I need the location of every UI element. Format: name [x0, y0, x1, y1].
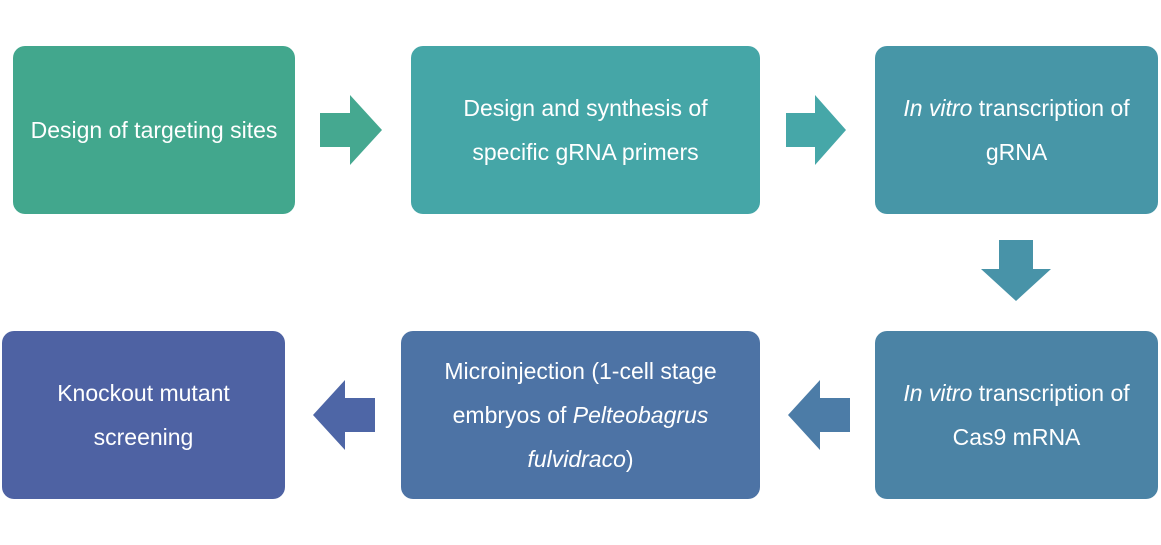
step-text: Design and synthesis of specific gRNA pr… [463, 95, 708, 165]
step-in-vitro-transcription-gRNA: In vitro transcription of gRNA [875, 46, 1158, 214]
step-italic-text: In vitro [903, 380, 973, 406]
step-italic-text: In vitro [903, 95, 973, 121]
step-design-synthesis-gRNA-primers: Design and synthesis of specific gRNA pr… [411, 46, 760, 214]
left-arrow-icon [788, 380, 850, 450]
step-knockout-mutant-screening: Knockout mutant screening [2, 331, 285, 499]
down-arrow-icon [981, 240, 1051, 301]
step-design-targeting-sites: Design of targeting sites [13, 46, 295, 214]
step-microinjection: Microinjection (1-cell stage embryos of … [401, 331, 760, 499]
step-in-vitro-transcription-cas9: In vitro transcription of Cas9 mRNA [875, 331, 1158, 499]
left-arrow-icon [313, 380, 375, 450]
step-text: Knockout mutant screening [57, 380, 230, 450]
step-text: transcription of Cas9 mRNA [952, 380, 1130, 450]
step-text: Design of targeting sites [30, 117, 278, 143]
step-italic-text: Pelteobagrus fulvidraco [527, 402, 709, 472]
step-text: Microinjection (1-cell stage embryos of [444, 358, 717, 428]
step-text: transcription of gRNA [972, 95, 1130, 165]
right-arrow-icon [786, 95, 846, 165]
right-arrow-icon [320, 95, 382, 165]
step-text-close: ) [625, 446, 634, 472]
